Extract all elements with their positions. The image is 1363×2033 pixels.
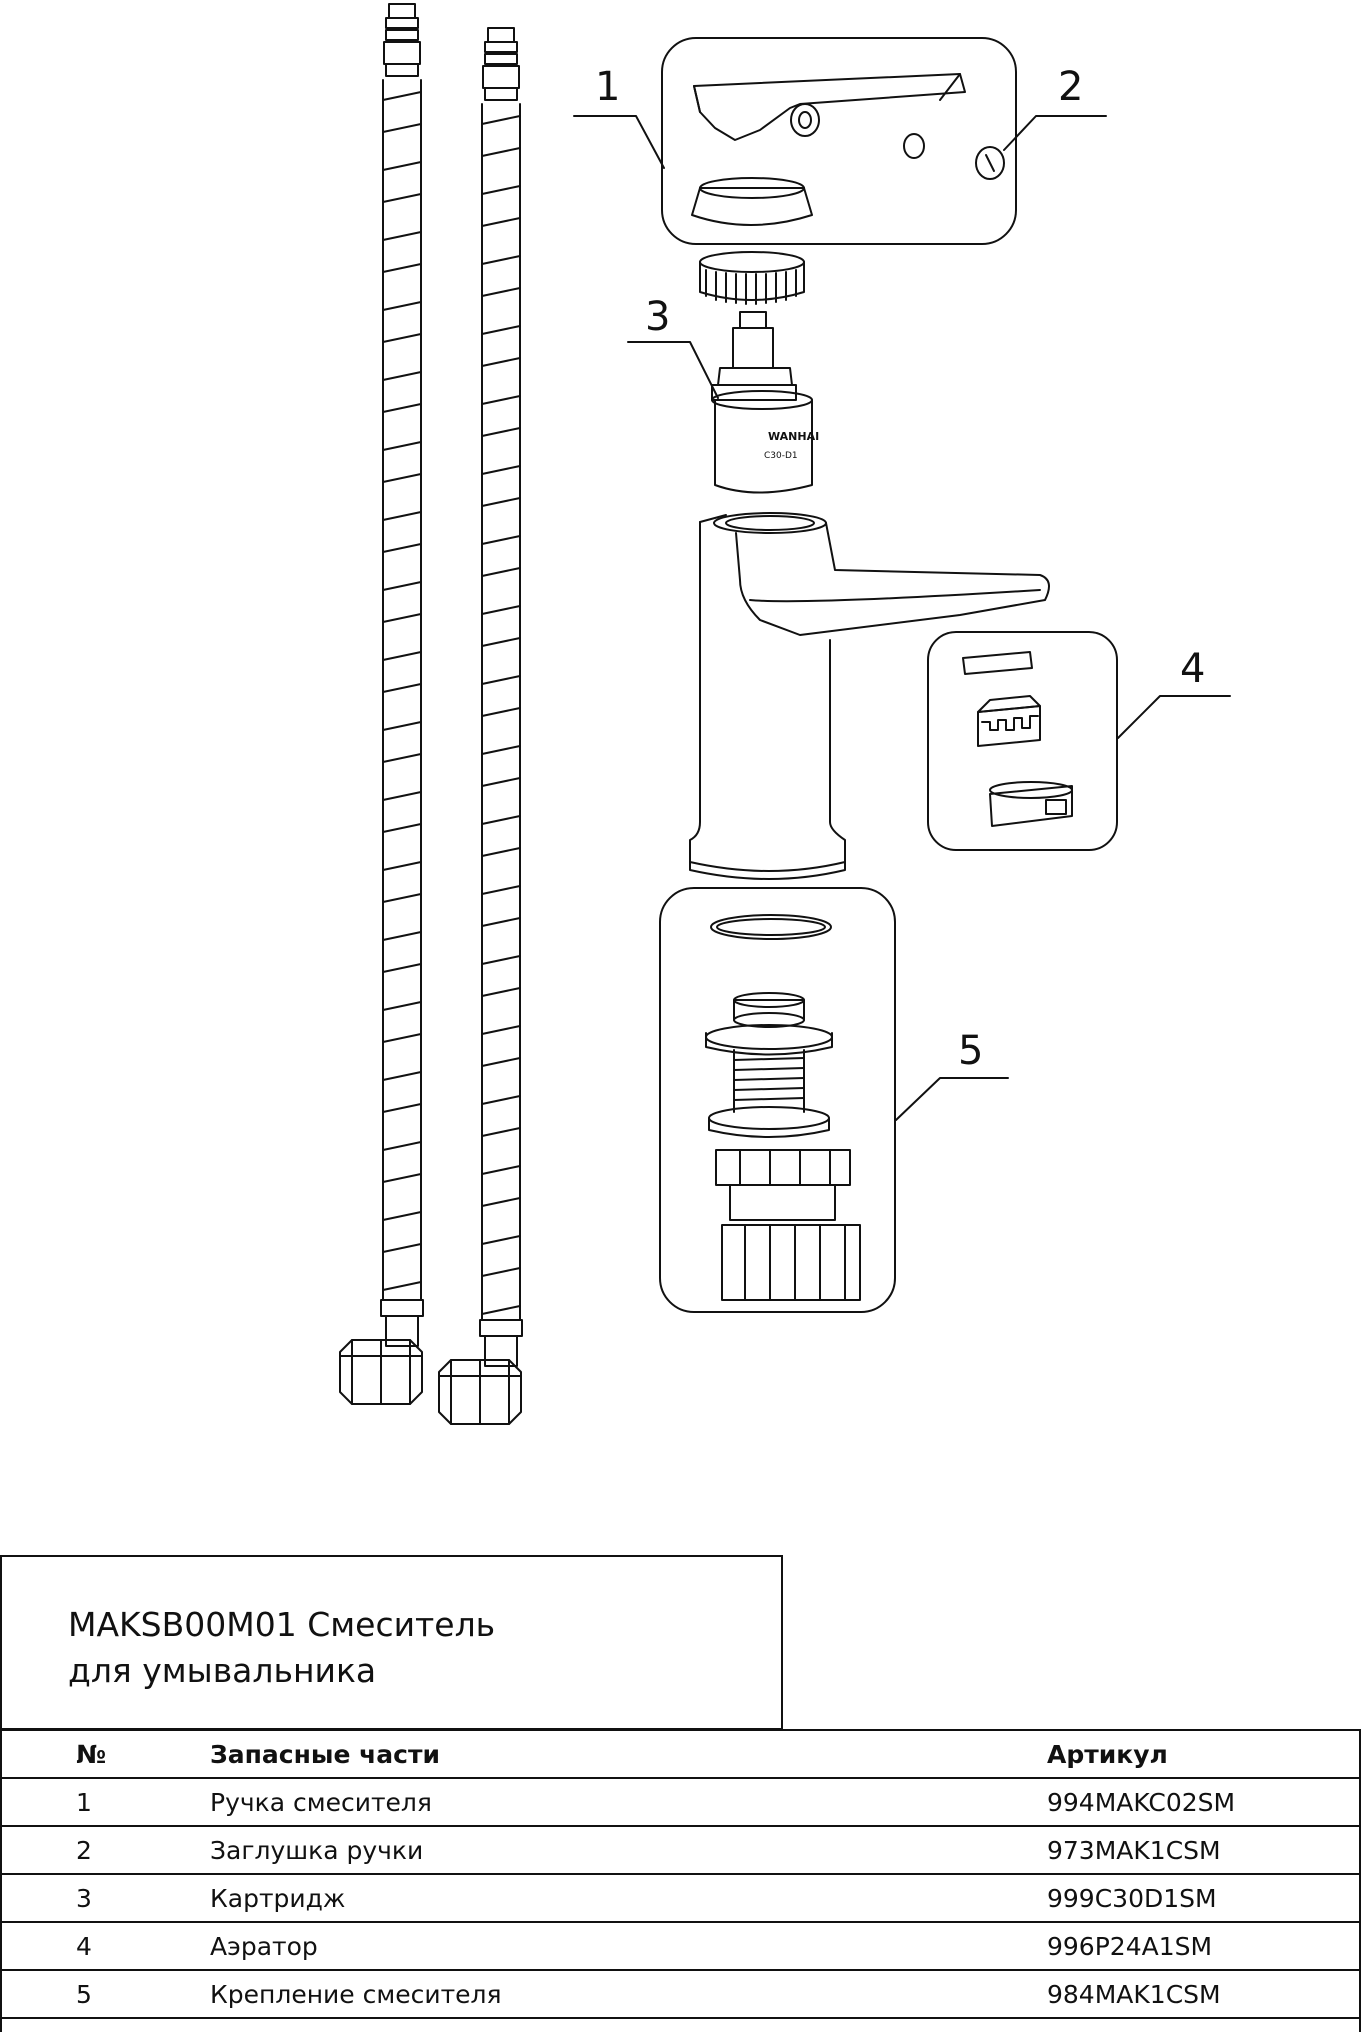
table-row: 2 Заглушка ручки 973MAK1CSM (0, 1825, 1361, 1875)
cartridge-nut (699, 251, 805, 305)
header-part-name: Запасные части (210, 1729, 1047, 1779)
cartridge-marking-bottom: C30-D1 (764, 451, 798, 461)
callout-3: 3 (645, 294, 670, 340)
table-row: 3 Картридж 999C30D1SM (0, 1873, 1361, 1923)
row-article: 994MAKC02SM (1047, 1777, 1361, 1827)
row-article: 996P24A1SM (1047, 1921, 1361, 1971)
spare-parts-table: № Запасные части Артикул 1 Ручка смесите… (0, 1729, 1361, 2019)
row-number: 4 (0, 1921, 210, 1971)
row-number: 1 (0, 1777, 210, 1827)
row-part-name: Ручка смесителя (210, 1777, 1047, 1827)
callout-5: 5 (958, 1028, 983, 1074)
table-row: 1 Ручка смесителя 994MAKC02SM (0, 1777, 1361, 1827)
cartridge: WANHAI C30-D1 (711, 311, 819, 494)
table-row: 4 Аэратор 996P24A1SM (0, 1921, 1361, 1971)
flexible-hose-right (438, 27, 523, 1425)
table-header-row: № Запасные части Артикул (0, 1729, 1361, 1779)
row-number: 5 (0, 1969, 210, 2019)
faucet-body (689, 512, 1050, 880)
product-title-line1: MAKSB00M01 Смеситель (68, 1605, 496, 1644)
header-number: № (0, 1729, 210, 1779)
product-title: MAKSB00M01 Смеситель для умывальника (68, 1602, 495, 1694)
table-row: 5 Крепление смесителя 984MAK1CSM (0, 1969, 1361, 2019)
row-part-name: Картридж (210, 1873, 1047, 1923)
row-article: 973MAK1CSM (1047, 1825, 1361, 1875)
handle-detail-box (661, 37, 1017, 245)
callout-leaders (573, 115, 1231, 1121)
row-part-name: Крепление смесителя (210, 1969, 1047, 2019)
row-part-name: Заглушка ручки (210, 1825, 1047, 1875)
callout-4: 4 (1180, 646, 1205, 692)
mounting-kit-detail-box (659, 887, 896, 1313)
header-article: Артикул (1047, 1729, 1361, 1779)
product-title-line2: для умывальника (68, 1651, 377, 1690)
exploded-diagram: WANHAI C30-D1 (339, 3, 1231, 1425)
callout-2: 2 (1058, 64, 1083, 110)
callout-1: 1 (595, 64, 620, 110)
cartridge-marking-top: WANHAI (768, 430, 819, 443)
aerator-detail-box (927, 631, 1118, 851)
row-part-name: Аэратор (210, 1921, 1047, 1971)
row-number: 3 (0, 1873, 210, 1923)
row-number: 2 (0, 1825, 210, 1875)
title-block: MAKSB00M01 Смеситель для умывальника (0, 1555, 783, 1730)
flexible-hose-left (339, 3, 424, 1405)
row-article: 984MAK1CSM (1047, 1969, 1361, 2019)
row-article: 999C30D1SM (1047, 1873, 1361, 1923)
